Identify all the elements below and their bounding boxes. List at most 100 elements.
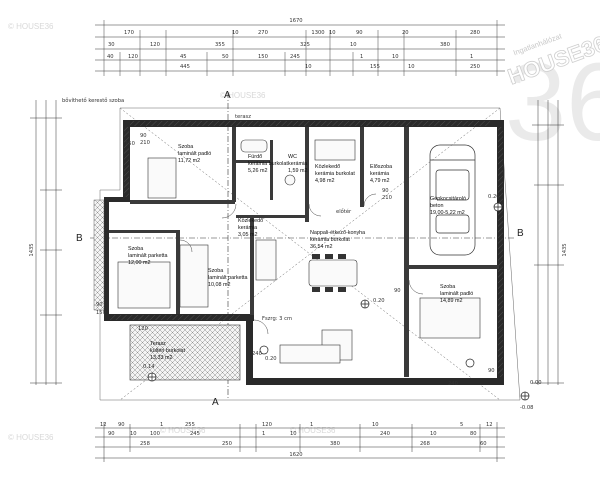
watermark-big-number: 36 (505, 41, 600, 164)
dim-label: 355 (215, 42, 225, 48)
text-label: Szoba (208, 268, 223, 274)
dim-label: 10 (130, 431, 137, 437)
dim-label: 150 (258, 54, 268, 60)
bed-middle (179, 244, 209, 308)
level-0-00: 0.00 (530, 380, 542, 386)
text-label: laminált parketta (208, 275, 248, 281)
door-swings (179, 193, 424, 335)
dim-label: 245 (290, 54, 300, 60)
dim-label: 445 (180, 64, 190, 70)
dim-label: 1 (160, 422, 163, 428)
opening-label: 90 (488, 368, 495, 374)
text-label: 10,08 m2 (208, 282, 230, 288)
floor-note: Fszrg: 3 cm (262, 316, 292, 322)
text-label: 3,05 m2 (238, 232, 257, 238)
dim-label: 10 (329, 30, 336, 36)
opening-label: 90 (394, 288, 401, 294)
dim-label: 268 (420, 441, 430, 447)
watermark: © HOUSE36 © HOUSE36 © HOUSE36 © HOUSE36 … (8, 22, 600, 442)
text-label: kerámia burkolat (315, 171, 355, 177)
dining-table (308, 259, 358, 287)
dim-label: 10 (372, 422, 379, 428)
room-bedroom-west: Szoba laminált parketta 12,00 m2 (128, 246, 168, 266)
text-label: laminált parketta (128, 253, 168, 259)
watermark-corner-left: © HOUSE36 (8, 22, 54, 31)
dim-label: 250 (222, 441, 232, 447)
interior-walls (109, 127, 499, 377)
bathtub (240, 139, 268, 153)
dim-right-total: 1435 (562, 243, 568, 256)
room-corridor-mid: Közlekedő kerámia 3,05 m2 (238, 218, 263, 238)
bottom-dimension-labels: 12 90 1 255 120 1 10 5 12 90 10 100 245 … (100, 422, 493, 458)
level-0-20-living: 0.20 (373, 298, 385, 304)
dim-label: 10 (232, 30, 239, 36)
terrace-paving (129, 324, 241, 381)
dim-label: 90 (108, 431, 115, 437)
text-label: Előszoba (370, 164, 392, 170)
level-minus: -0.08 (520, 405, 533, 411)
room-bedroom-se: Szoba laminált padló 14,89 m2 (440, 284, 473, 304)
room-bedroom-mid: Szoba laminált parketta 10,08 m2 (208, 268, 248, 288)
level-0-14: 0.14 (143, 364, 155, 370)
section-mark-b-left: B (76, 233, 83, 244)
room-bedroom-nw: Szoba laminált padló 11,72 m2 (178, 144, 211, 164)
dim-label: 5 (460, 422, 463, 428)
dim-label: 12 (486, 422, 493, 428)
dim-label: 170 (124, 30, 134, 36)
text-label: Nappali-étkező-konyha (310, 230, 365, 236)
wall-insulation (110, 121, 503, 377)
garage-car (429, 144, 476, 256)
section-mark-a-bottom: A (212, 397, 219, 408)
wardrobe (314, 139, 356, 161)
text-label: Szoba (128, 246, 143, 252)
toilet (284, 174, 296, 186)
dim-label: 1 (262, 431, 265, 437)
dim-label: 155 (370, 64, 380, 70)
dim-label: 100 (150, 431, 160, 437)
opening-label: 120 (138, 326, 148, 332)
opening-label: 90 (96, 302, 103, 308)
text-label: kerámia (238, 225, 257, 231)
text-label: 14,89 m2 (440, 298, 462, 304)
section-mark-a-top: A (224, 90, 231, 101)
dim-label: 90 (356, 30, 363, 36)
room-corridor-north: Közlekedő kerámia burkolat 4,98 m2 (315, 164, 355, 184)
dim-label: 240 (380, 431, 390, 437)
text-label: kerámia (288, 161, 307, 167)
dining-chairs (312, 254, 346, 292)
level-0-20-garage: 0.20 (488, 194, 500, 200)
dim-label: 12 (100, 422, 107, 428)
room-entrance-hall: Előszoba kerámia 4,79 m2 (370, 164, 392, 184)
text-label: kültéri burkolat (150, 348, 186, 354)
dim-label: 30 (108, 42, 115, 48)
watermark-bottom: © HOUSE36 (160, 426, 206, 435)
dim-bottom-total: 1620 (289, 452, 302, 458)
text-label: WC (288, 154, 297, 160)
dim-label: 380 (330, 441, 340, 447)
dim-label: 258 (140, 441, 150, 447)
entry-note: bővíthető kerestő szoba (62, 97, 124, 104)
furniture (117, 139, 481, 364)
sofa (279, 344, 341, 364)
opening-label: 90 (382, 188, 389, 194)
dim-label: 1 (470, 54, 473, 60)
text-label: 4,98 m2 (315, 178, 334, 184)
level-markers (147, 202, 530, 401)
watermark-mid: © HOUSE36 (220, 91, 266, 100)
text-label: Közlekedő (315, 164, 340, 170)
opening-labels: 90 210 150 90 210 90 120 150 240 90 240 … (96, 133, 495, 387)
top-dimensions (95, 20, 505, 76)
dim-label: 60 (480, 441, 487, 447)
right-dimensions (532, 100, 564, 385)
side-paving (93, 199, 105, 311)
bed-left (117, 261, 171, 309)
dim-label: 80 (470, 431, 477, 437)
opening-label: 210 (140, 140, 150, 146)
dim-label: 20 (402, 30, 409, 36)
dim-left-total: 1435 (29, 243, 35, 256)
watermark-bottom-2: © HOUSE36 (290, 426, 336, 435)
text-label: 5,26 m2 (248, 168, 267, 174)
text-label: 11,72 m2 (178, 158, 200, 164)
text-label: 36,54 m2 (310, 244, 332, 250)
